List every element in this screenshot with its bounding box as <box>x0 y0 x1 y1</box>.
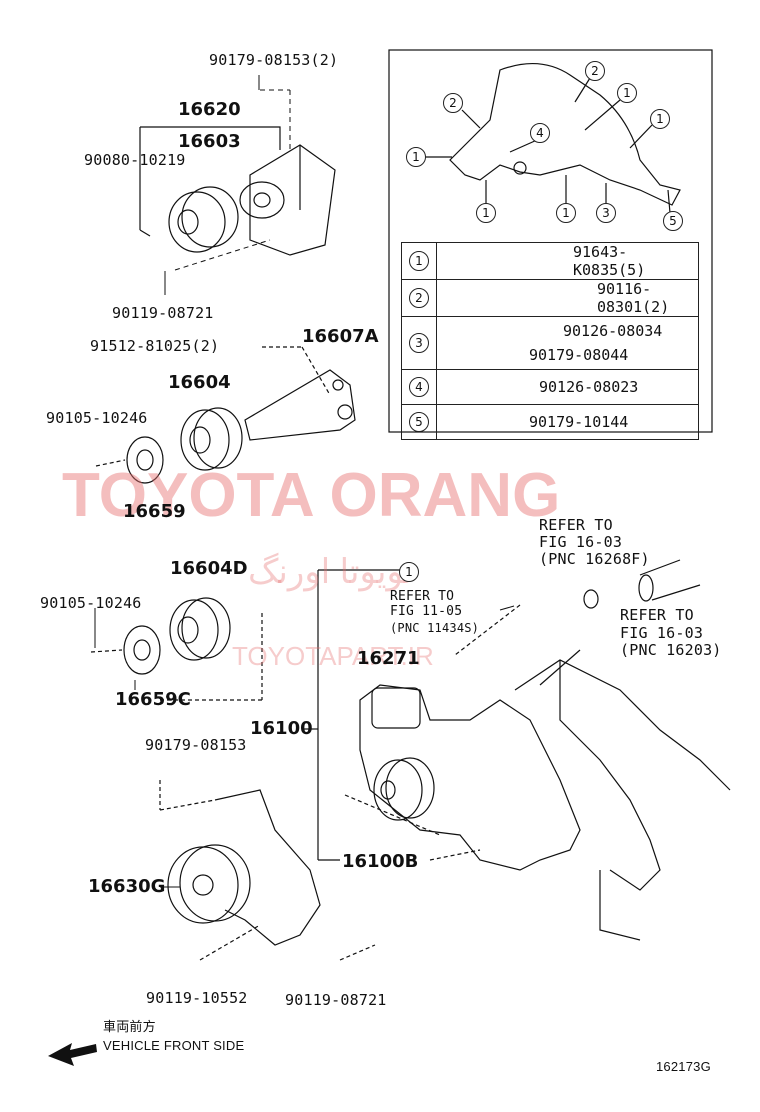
inset-callout-1d: 1 <box>476 203 496 223</box>
bracket-16607a <box>244 346 356 441</box>
figure-id: 162173G <box>656 1059 711 1074</box>
row-number: 3 <box>409 333 429 353</box>
direction-label-jp: 車両前方 <box>103 1019 156 1034</box>
inset-callout-1e: 1 <box>556 203 576 223</box>
label-16271: 16271 <box>357 648 420 669</box>
table-row: 5 90179-10144 <box>401 404 699 440</box>
label-16659: 16659 <box>123 501 186 522</box>
table-row: 2 90116-08301(2) <box>401 279 699 317</box>
inset-callout-1b: 1 <box>650 109 670 129</box>
inset-timing-cover <box>449 62 681 206</box>
label-16100b: 16100B <box>342 851 419 872</box>
row-number: 4 <box>409 377 429 397</box>
refer-11-05-line3: (PNC 11434S) <box>390 621 480 635</box>
label-16100: 16100 <box>250 718 313 739</box>
refer-16-03b-line1: REFER TO <box>620 606 694 624</box>
refer-16-03a-line3: (PNC 16268F) <box>539 550 650 568</box>
refer-11-05-line2: FIG 11-05 <box>390 604 463 619</box>
label-90119-10552: 90119-10552 <box>146 989 248 1007</box>
refer-16-03a-line2: FIG 16-03 <box>539 533 623 551</box>
part-number: 90179-08044 <box>529 346 629 364</box>
part-number: 90116-08301(2) <box>436 279 699 317</box>
engine-block <box>514 649 731 941</box>
fastener-table: 1 91643-K0835(5) 2 90116-08301(2) 3 9012… <box>401 242 699 440</box>
row-number: 1 <box>409 251 429 271</box>
fan-bracket-16630g <box>159 780 376 961</box>
inset-callout-2a: 2 <box>585 61 605 81</box>
label-16620: 16620 <box>178 99 241 120</box>
inset-callout-2b: 2 <box>443 93 463 113</box>
table-row: 3 90126-08034 90179-08044 <box>401 316 699 370</box>
label-90105-10246-a: 90105-10246 <box>46 409 148 427</box>
part-number: 90126-08034 <box>563 322 663 340</box>
label-90179-08153-2: 90179-08153(2) <box>209 51 339 69</box>
inset-callout-1c: 1 <box>406 147 426 167</box>
label-16604: 16604 <box>168 372 231 393</box>
refer-11-05-line1: REFER TO <box>390 589 455 604</box>
part-number: 91643-K0835(5) <box>436 242 699 280</box>
part-number: 90179-10144 <box>436 404 699 440</box>
label-16603: 16603 <box>178 131 241 152</box>
label-90119-08721-top: 90119-08721 <box>112 304 214 322</box>
refer-16-03b-line2: FIG 16-03 <box>620 624 704 642</box>
bypass-hose <box>583 559 701 609</box>
refer-16-03a-line1: REFER TO <box>539 516 613 534</box>
label-90119-08721-bottom: 90119-08721 <box>285 991 387 1009</box>
inset-callout-4: 4 <box>530 123 550 143</box>
idler-pulley-16604d <box>90 597 263 701</box>
label-16659c: 16659C <box>115 689 191 710</box>
label-90179-08153: 90179-08153 <box>145 736 247 754</box>
inset-callout-5: 5 <box>663 211 683 231</box>
row-number: 5 <box>409 412 429 432</box>
direction-label-en: VEHICLE FRONT SIDE <box>103 1038 245 1053</box>
label-90080-10219: 90080-10219 <box>84 151 186 169</box>
part-number: 90126-08023 <box>436 369 699 405</box>
water-pump-16100 <box>302 569 581 871</box>
inset-callout-1a: 1 <box>617 83 637 103</box>
refer-16-03b-line3: (PNC 16203) <box>620 641 722 659</box>
label-16630g: 16630G <box>88 876 166 897</box>
watermark-persian: تویوتا اورنگ <box>248 553 414 591</box>
inset-callout-3: 3 <box>596 203 616 223</box>
table-row: 4 90126-08023 <box>401 369 699 405</box>
watermark-url: TOYOTAPART.IR <box>232 641 434 671</box>
idler-pulley-16604 <box>95 407 243 484</box>
callout-circle-1: 1 <box>399 562 419 582</box>
power-steering-pump <box>139 126 336 256</box>
label-91512-81025: 91512-81025(2) <box>90 337 220 355</box>
watermark-main: TOYOTA ORANG <box>62 461 561 530</box>
pulley-top <box>168 186 239 253</box>
label-16604d: 16604D <box>170 558 248 579</box>
label-90105-10246-b: 90105-10246 <box>40 594 142 612</box>
row-number: 2 <box>409 288 429 308</box>
front-direction-arrow <box>48 1043 97 1066</box>
label-16607a: 16607A <box>302 326 379 347</box>
table-row: 1 91643-K0835(5) <box>401 242 699 280</box>
